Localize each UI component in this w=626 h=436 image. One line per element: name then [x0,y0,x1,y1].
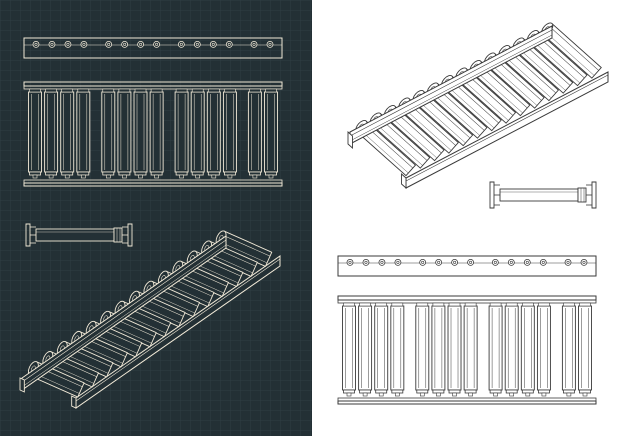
light-front-view [337,295,597,405]
dark-isometric-view [19,230,281,409]
light-top-view [337,255,597,277]
dark-top-view [23,37,283,59]
dark-side-view [25,223,133,247]
dark-front-view [23,81,283,187]
light-isometric-view [347,22,609,190]
light-side-view [489,181,597,209]
